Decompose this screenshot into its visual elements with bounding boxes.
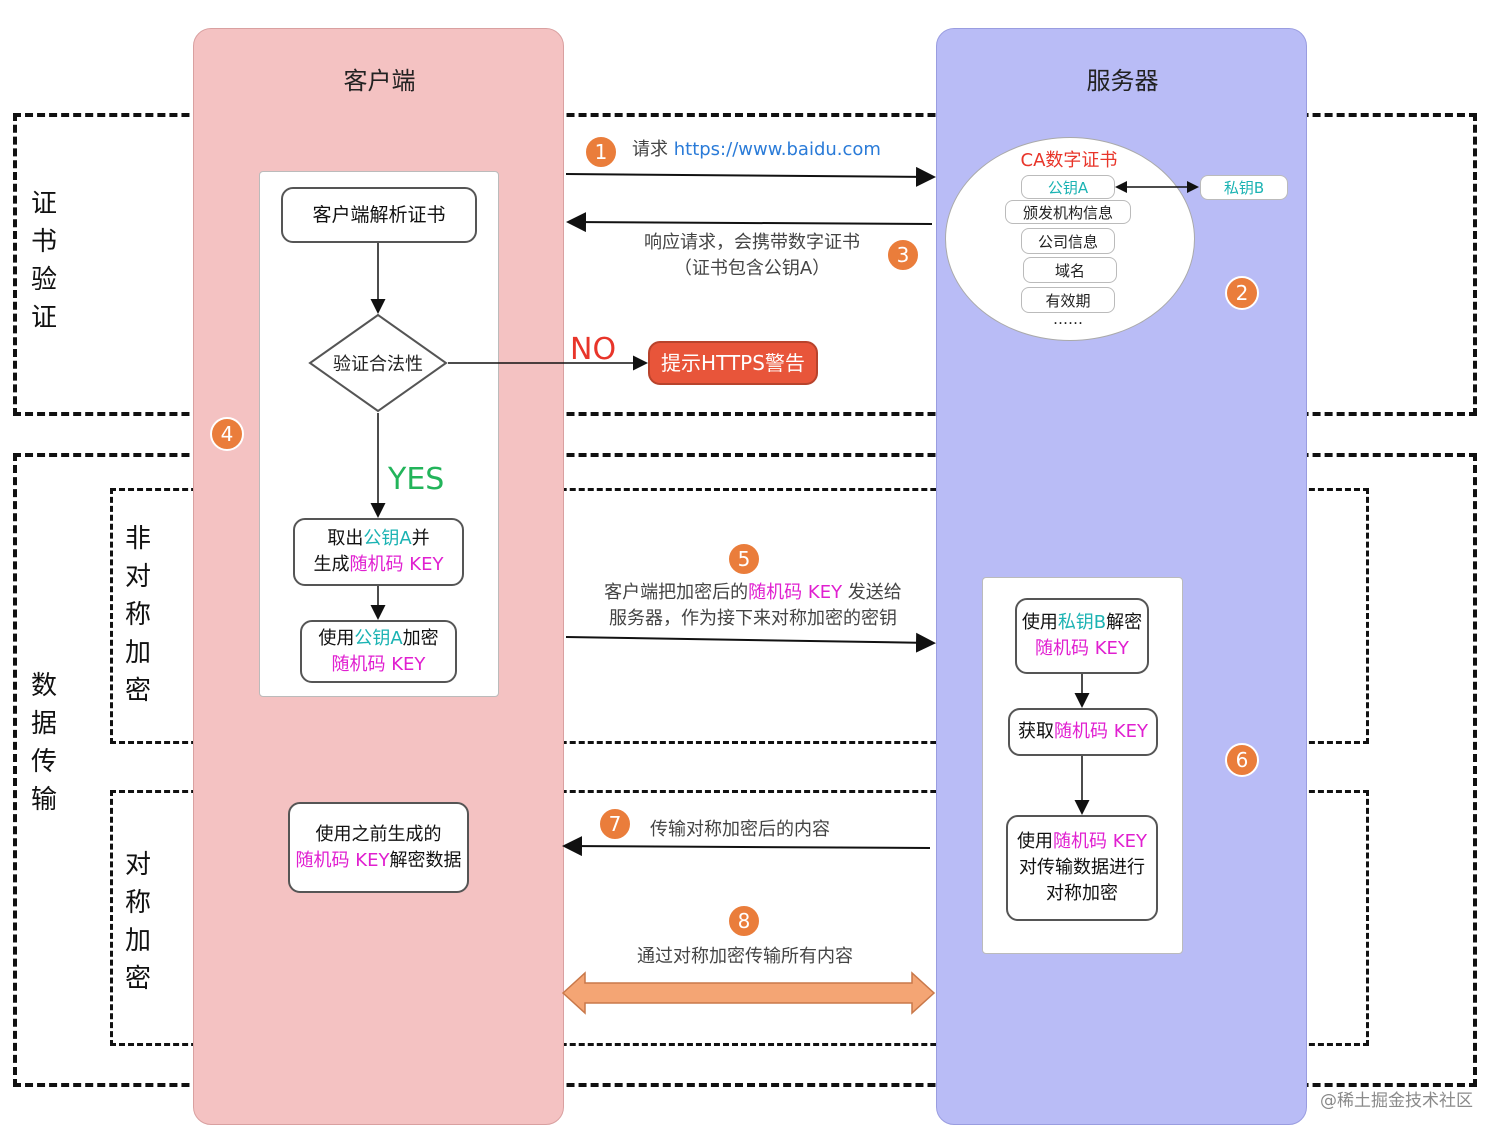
msg5-label: 客户端把加密后的随机码 KEY 发送给 服务器，作为接下来对称加密的密钥 — [578, 580, 928, 632]
take-key-text-1: 取出 — [327, 528, 364, 549]
take-key-text-3: 生成 — [313, 554, 350, 575]
step-badge-5: 5 — [727, 542, 761, 576]
no-label: NO — [570, 332, 617, 367]
step-badge-3: 3 — [886, 238, 920, 272]
cert-section-label: 证书验证 — [30, 189, 57, 333]
server-lane-title: 服务器 — [1086, 67, 1159, 95]
get-key-box: 获取随机码 KEY — [1008, 708, 1158, 756]
msg3-line1: 响应请求，会携带数字证书 — [644, 232, 860, 253]
encrypt-key-box: 使用公钥A加密 随机码 KEY — [300, 620, 457, 683]
msg1-prefix: 请求 — [632, 139, 674, 160]
ca-item-ellipsis: …… — [1053, 310, 1083, 328]
msg1-label: 请求 https://www.baidu.com — [632, 137, 881, 163]
msg7-label: 传输对称加密后的内容 — [650, 819, 830, 840]
take-key-public-key: 公钥A — [363, 528, 412, 549]
client-lane-title: 客户端 — [343, 67, 416, 95]
watermark: @稀土掘金技术社区 — [1320, 1091, 1473, 1111]
verify-diamond — [308, 313, 448, 413]
server-decrypt-text-1: 使用 — [1021, 612, 1058, 633]
msg8-label: 通过对称加密传输所有内容 — [637, 946, 853, 967]
ca-cert-title: CA数字证书 — [1020, 150, 1118, 171]
msg5-line2: 服务器，作为接下来对称加密的密钥 — [609, 608, 897, 629]
msg3-label: 响应请求，会携带数字证书 （证书包含公钥A） — [610, 230, 894, 282]
get-key-random-key: 随机码 KEY — [1054, 721, 1148, 742]
parse-cert-label: 客户端解析证书 — [312, 204, 446, 226]
yes-label: YES — [388, 462, 445, 497]
client-decrypt-random-key: 随机码 KEY — [295, 849, 390, 871]
server-sym-random-key: 随机码 KEY — [1053, 831, 1147, 852]
private-key-pill: 私钥B — [1200, 175, 1288, 200]
encrypt-text-2: 加密 — [402, 627, 439, 649]
server-decrypt-text-2: 解密 — [1106, 612, 1143, 633]
verify-label: 验证合法性 — [333, 354, 423, 375]
encrypt-text-1: 使用 — [318, 627, 355, 649]
client-decrypt-text-1: 使用之前生成的 — [315, 823, 442, 845]
encrypt-public-key: 公钥A — [354, 627, 403, 649]
sym-section-frame — [110, 790, 1369, 1046]
step-badge-4: 4 — [210, 417, 244, 451]
msg3-line2: （证书包含公钥A） — [673, 258, 831, 279]
server-decrypt-private-key: 私钥B — [1057, 612, 1107, 633]
https-warning-box: 提示HTTPS警告 — [648, 341, 818, 385]
step-badge-2: 2 — [1225, 276, 1259, 310]
client-decrypt-box: 使用之前生成的 随机码 KEY解密数据 — [288, 802, 469, 893]
server-decrypt-box: 使用私钥B解密 随机码 KEY — [1015, 598, 1149, 674]
server-decrypt-random-key: 随机码 KEY — [1035, 638, 1129, 659]
ca-item-company: 公司信息 — [1021, 228, 1115, 254]
msg1-url: https://www.baidu.com — [673, 139, 881, 160]
ca-item-validity: 有效期 — [1021, 287, 1115, 313]
server-sym-text-1: 使用 — [1017, 831, 1054, 852]
server-sym-text-2: 对传输数据进行 — [1019, 857, 1145, 878]
msg5-suffix: 发送给 — [842, 582, 902, 603]
encrypt-random-key: 随机码 KEY — [331, 653, 426, 675]
asym-section-frame — [110, 488, 1369, 744]
server-sym-box: 使用随机码 KEY 对传输数据进行 对称加密 — [1006, 815, 1158, 921]
data-section-label: 数据传输 — [30, 671, 57, 815]
sym-section-label: 对称加密 — [124, 850, 151, 994]
step-badge-1: 1 — [584, 135, 618, 169]
parse-cert-box: 客户端解析证书 — [281, 187, 477, 243]
https-warning-label: 提示HTTPS警告 — [661, 351, 805, 375]
client-decrypt-text-2: 解密数据 — [389, 849, 462, 871]
msg5-prefix: 客户端把加密后的 — [604, 582, 749, 603]
step-badge-7: 7 — [598, 807, 632, 841]
get-key-text: 获取 — [1018, 721, 1055, 742]
ca-item-public-key: 公钥A — [1021, 175, 1115, 199]
server-sym-text-3: 对称加密 — [1046, 883, 1118, 904]
asym-section-label: 非对称加密 — [124, 524, 151, 706]
ca-item-domain: 域名 — [1023, 257, 1117, 283]
msg5-random-key: 随机码 KEY — [748, 582, 843, 603]
take-key-random-key: 随机码 KEY — [349, 554, 444, 575]
step-badge-6: 6 — [1225, 743, 1259, 777]
cert-section-frame — [13, 113, 1477, 416]
client-flow-panel — [259, 171, 499, 697]
ca-item-issuer: 颁发机构信息 — [1005, 200, 1131, 224]
data-section-frame — [13, 453, 1477, 1087]
take-key-box: 取出公钥A并 生成随机码 KEY — [293, 518, 464, 586]
take-key-text-2: 并 — [411, 528, 430, 549]
step-badge-8: 8 — [727, 904, 761, 938]
